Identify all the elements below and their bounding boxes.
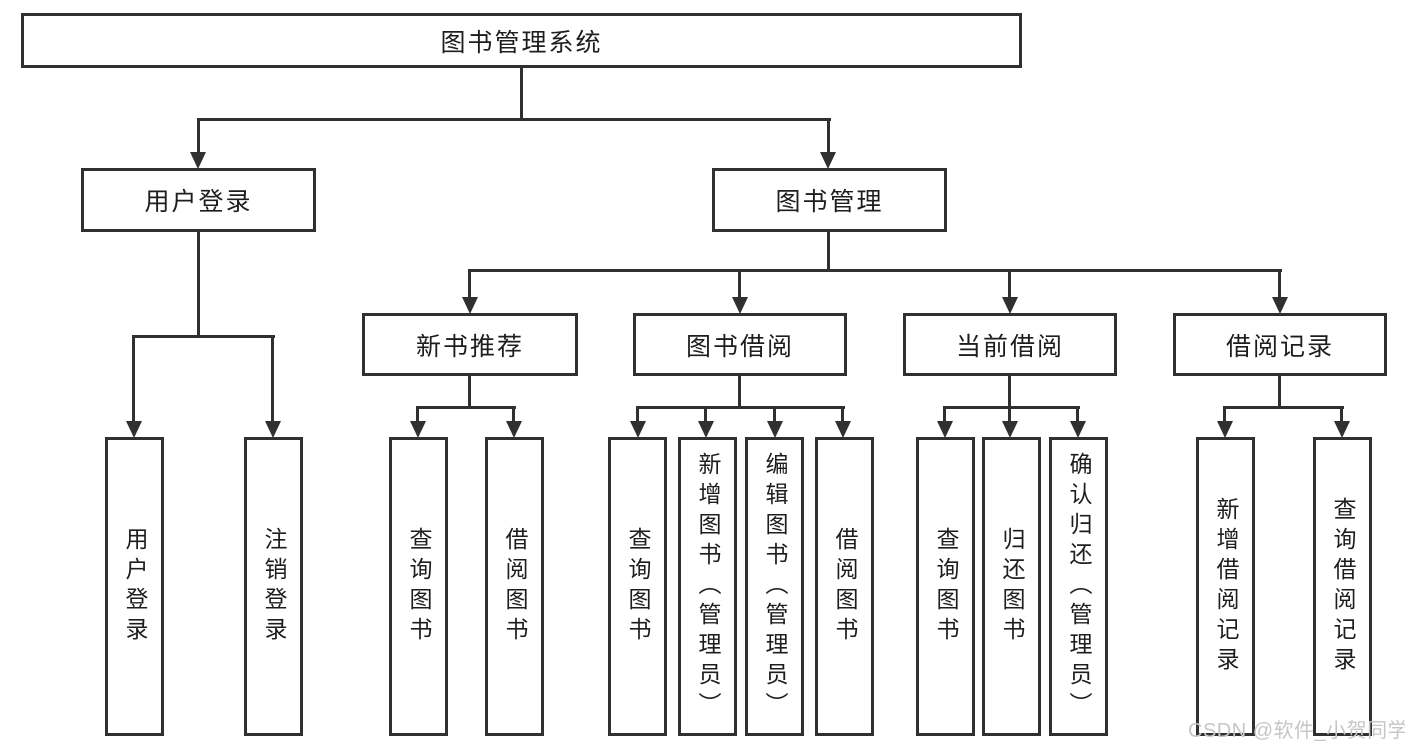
connector-root-branch bbox=[197, 118, 831, 121]
connector-to-borrow-records bbox=[1278, 269, 1281, 299]
node-current-borrow: 当前借阅 bbox=[903, 313, 1117, 376]
arrow-down-icon bbox=[732, 297, 748, 314]
leaf-confirm-return-admin: 确认归还（管理员） bbox=[1049, 437, 1108, 736]
connector-leaf bbox=[1340, 406, 1343, 423]
arrow-down-icon bbox=[506, 421, 522, 438]
arrow-down-icon bbox=[462, 297, 478, 314]
arrow-down-icon bbox=[1334, 421, 1350, 438]
arrow-down-icon bbox=[698, 421, 714, 438]
node-book-management: 图书管理 bbox=[712, 168, 947, 232]
connector-leaf bbox=[416, 406, 419, 423]
connector-leaf bbox=[636, 406, 639, 423]
leaf-logout: 注销登录 bbox=[244, 437, 303, 736]
connector-leaf bbox=[773, 406, 776, 423]
connector-leaf bbox=[841, 406, 844, 423]
arrow-down-icon bbox=[410, 421, 426, 438]
arrow-down-icon bbox=[767, 421, 783, 438]
connector-to-current-borrow bbox=[1008, 269, 1011, 299]
connector-leaf bbox=[1008, 406, 1011, 423]
arrow-down-icon bbox=[1217, 421, 1233, 438]
arrow-down-icon bbox=[820, 152, 836, 169]
arrow-down-icon bbox=[937, 421, 953, 438]
connector-book-mgmt-branch bbox=[469, 269, 1282, 272]
connector-to-book-management bbox=[827, 118, 830, 154]
leaf-borrow-books: 借阅图书 bbox=[485, 437, 544, 736]
arrow-down-icon bbox=[630, 421, 646, 438]
arrow-down-icon bbox=[1002, 421, 1018, 438]
connector-to-book-borrow bbox=[738, 269, 741, 299]
arrow-down-icon bbox=[1272, 297, 1288, 314]
node-book-borrow: 图书借阅 bbox=[633, 313, 847, 376]
arrow-down-icon bbox=[1002, 297, 1018, 314]
watermark: CSDN @软件_小贺同学 bbox=[1188, 720, 1405, 742]
arrow-down-icon bbox=[265, 421, 281, 438]
node-root: 图书管理系统 bbox=[21, 13, 1022, 68]
connector-to-logout-leaf bbox=[271, 335, 274, 423]
connector-root-stem bbox=[520, 67, 523, 120]
connector-leaf bbox=[1223, 406, 1226, 423]
connector-borrow-records-stem bbox=[1278, 376, 1281, 409]
connector-leaf bbox=[512, 406, 515, 423]
leaf-add-borrow-record: 新增借阅记录 bbox=[1196, 437, 1255, 736]
connector-new-book-stem bbox=[468, 376, 471, 409]
connector-book-borrow-stem bbox=[738, 375, 741, 409]
connector-leaf bbox=[1076, 406, 1079, 423]
leaf-edit-books-admin: 编辑图书（管理员） bbox=[745, 437, 804, 736]
leaf-borrow-books: 借阅图书 bbox=[815, 437, 874, 736]
arrow-down-icon bbox=[190, 152, 206, 169]
connector-current-borrow-stem bbox=[1008, 376, 1011, 409]
connector-to-user-login bbox=[197, 118, 200, 154]
leaf-return-books: 归还图书 bbox=[982, 437, 1041, 736]
arrow-down-icon bbox=[126, 421, 142, 438]
leaf-query-books: 查询图书 bbox=[608, 437, 667, 736]
node-borrow-records: 借阅记录 bbox=[1173, 313, 1387, 376]
node-new-book-recommend: 新书推荐 bbox=[362, 313, 578, 376]
leaf-query-borrow-record: 查询借阅记录 bbox=[1313, 437, 1372, 736]
connector-new-book-branch bbox=[417, 406, 516, 409]
arrow-down-icon bbox=[1070, 421, 1086, 438]
connector-user-login-branch bbox=[133, 335, 275, 338]
leaf-user-login: 用户登录 bbox=[105, 437, 164, 736]
leaf-query-books: 查询图书 bbox=[916, 437, 975, 736]
connector-current-borrow-branch bbox=[943, 406, 1080, 409]
connector-borrow-records-branch bbox=[1223, 406, 1344, 409]
connector-to-login-leaf bbox=[132, 335, 135, 423]
connector-to-new-book bbox=[468, 269, 471, 299]
node-user-login: 用户登录 bbox=[81, 168, 316, 232]
leaf-query-books: 查询图书 bbox=[389, 437, 448, 736]
connector-leaf bbox=[943, 406, 946, 423]
connector-book-mgmt-stem bbox=[827, 232, 830, 272]
arrow-down-icon bbox=[835, 421, 851, 438]
connector-user-login-stem bbox=[197, 232, 200, 336]
connector-book-borrow-branch bbox=[636, 406, 845, 409]
connector-leaf bbox=[704, 406, 707, 423]
leaf-add-books-admin: 新增图书（管理员） bbox=[678, 437, 737, 736]
